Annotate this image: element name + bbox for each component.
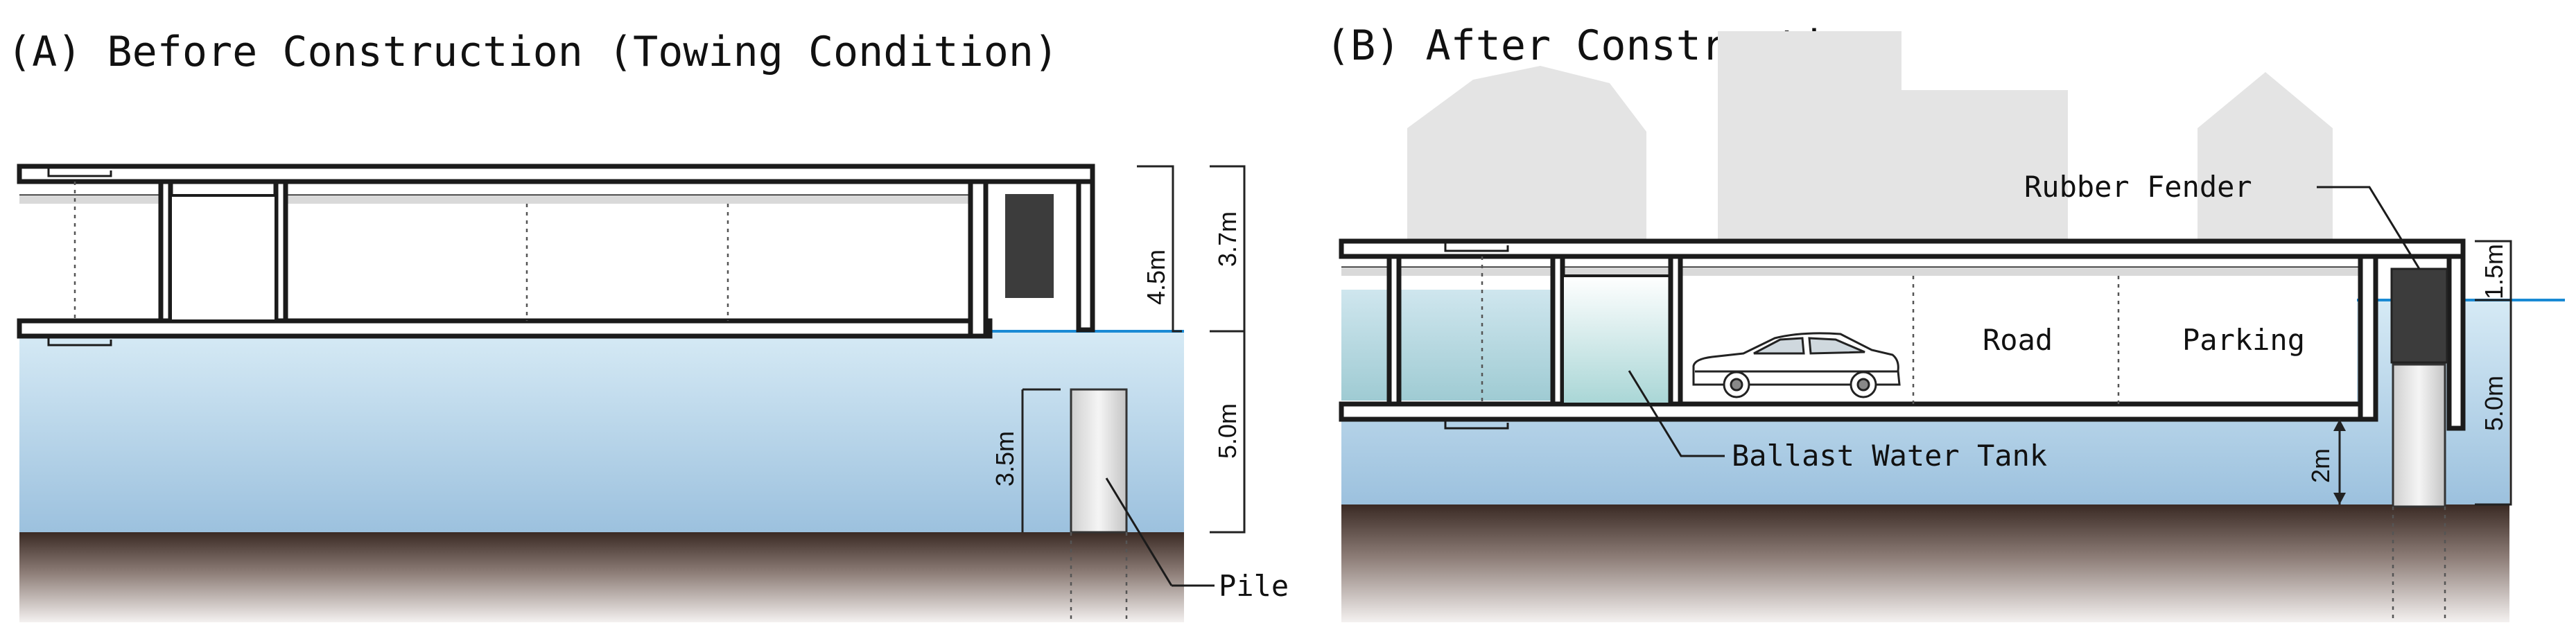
panel-b-dim-5-0m: 5.0m [2480, 376, 2508, 431]
panel-b: (B) After Construction [1325, 21, 2565, 622]
panel-b-dimensions [2333, 240, 2512, 506]
panel-b-road-label: Road [1983, 323, 2053, 357]
panel-b-parking-label: Parking [2182, 323, 2305, 357]
panel-b-seabed [1341, 504, 2509, 622]
panel-a-dimensions [1021, 165, 1246, 534]
panel-a-dim-4-5m: 4.5m [1142, 249, 1170, 305]
panel-a-pile-label: Pile [1219, 569, 1289, 603]
panel-a: (A) Before Construction (Towing Conditio… [7, 28, 1289, 622]
panel-b-dim-2m: 2m [2306, 448, 2335, 483]
panel-a-pile [1070, 388, 1215, 620]
panel-b-ballast-leader [1628, 370, 1725, 457]
panel-b-rubber-fender-label: Rubber Fender [2024, 170, 2252, 204]
panel-a-title: (A) Before Construction (Towing Conditio… [7, 28, 1059, 76]
panel-a-water [19, 331, 1184, 532]
panel-a-dim-3-7m: 3.7m [1213, 211, 1242, 267]
panel-a-caisson [17, 164, 1095, 346]
panel-a-dim-5-0m: 5.0m [1213, 403, 1242, 459]
panel-b-caisson [1339, 238, 2466, 431]
panel-b-buildings [1407, 31, 2333, 243]
panel-b-dim-1-5m: 1.5m [2480, 244, 2508, 299]
panel-a-dim-3-5m: 3.5m [991, 431, 1019, 486]
car-icon [1692, 332, 1901, 398]
panel-b-rubber-fender [2390, 267, 2448, 364]
panel-b-fender-leader [2317, 186, 2421, 270]
panel-a-fender [1005, 194, 1054, 298]
panel-a-seabed [19, 532, 1184, 622]
panel-b-fender-pile [2390, 267, 2448, 620]
panel-b-ballast-tank [1561, 274, 1672, 405]
panel-b-ballast-label: Ballast Water Tank [1732, 439, 2047, 473]
